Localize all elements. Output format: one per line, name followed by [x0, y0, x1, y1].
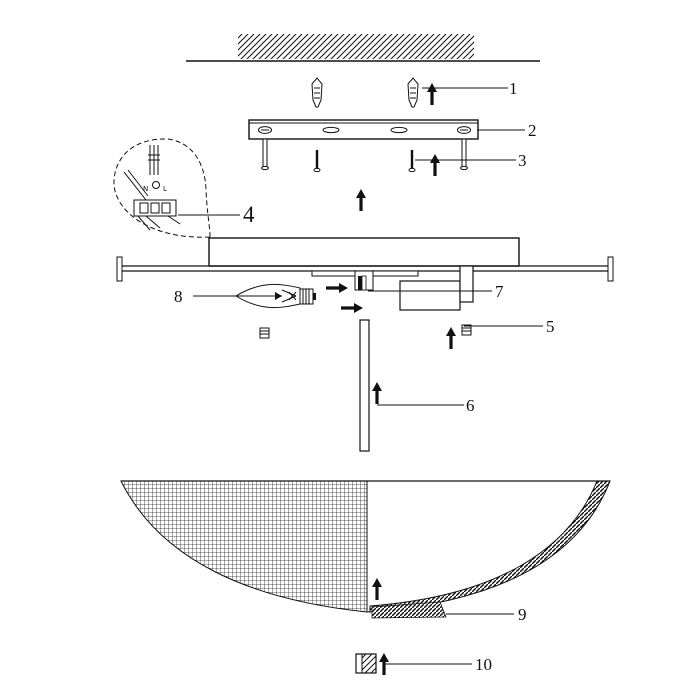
- screw-right: [408, 150, 416, 173]
- callout-label-2: 2: [528, 121, 537, 140]
- callout-label-5: 5: [546, 317, 555, 336]
- arrow-right-icon: [326, 283, 348, 293]
- arrow-up-icon: [356, 189, 366, 211]
- screw-left: [313, 150, 321, 173]
- lamp-holder-assembly: [311, 270, 419, 291]
- callout-label-4: 4: [243, 202, 255, 227]
- svg-text:L: L: [163, 185, 167, 193]
- svg-text:N: N: [143, 185, 148, 193]
- wall-plug-left: [311, 77, 323, 108]
- driver-box: [399, 265, 474, 311]
- terminal-block-detail: N L: [113, 138, 211, 238]
- callout-label-1: 1: [509, 79, 518, 98]
- callout-label-10: 10: [475, 655, 492, 674]
- finial-nut: [355, 653, 377, 674]
- callout-label-3: 3: [518, 151, 527, 170]
- arrow-up-icon: [372, 382, 382, 404]
- callout-label-9: 9: [518, 605, 527, 624]
- mounting-bracket: [248, 119, 479, 171]
- arrow-up-icon: [430, 154, 440, 176]
- wall-plug-right: [407, 77, 419, 108]
- ceiling: [186, 34, 540, 62]
- arrow-up-icon: [427, 83, 437, 105]
- callout-label-7: 7: [495, 282, 504, 301]
- leader-lines: [178, 87, 543, 665]
- callout-label-8: 8: [174, 287, 183, 306]
- arrow-up-icon: [446, 327, 456, 349]
- arrow-right-icon: [341, 303, 363, 313]
- callout-label-6: 6: [466, 396, 475, 415]
- canopy: [208, 237, 520, 267]
- glass-shade: [120, 480, 611, 619]
- threaded-rod: [359, 319, 370, 452]
- nut: [461, 324, 472, 336]
- spare-nut: [259, 327, 270, 339]
